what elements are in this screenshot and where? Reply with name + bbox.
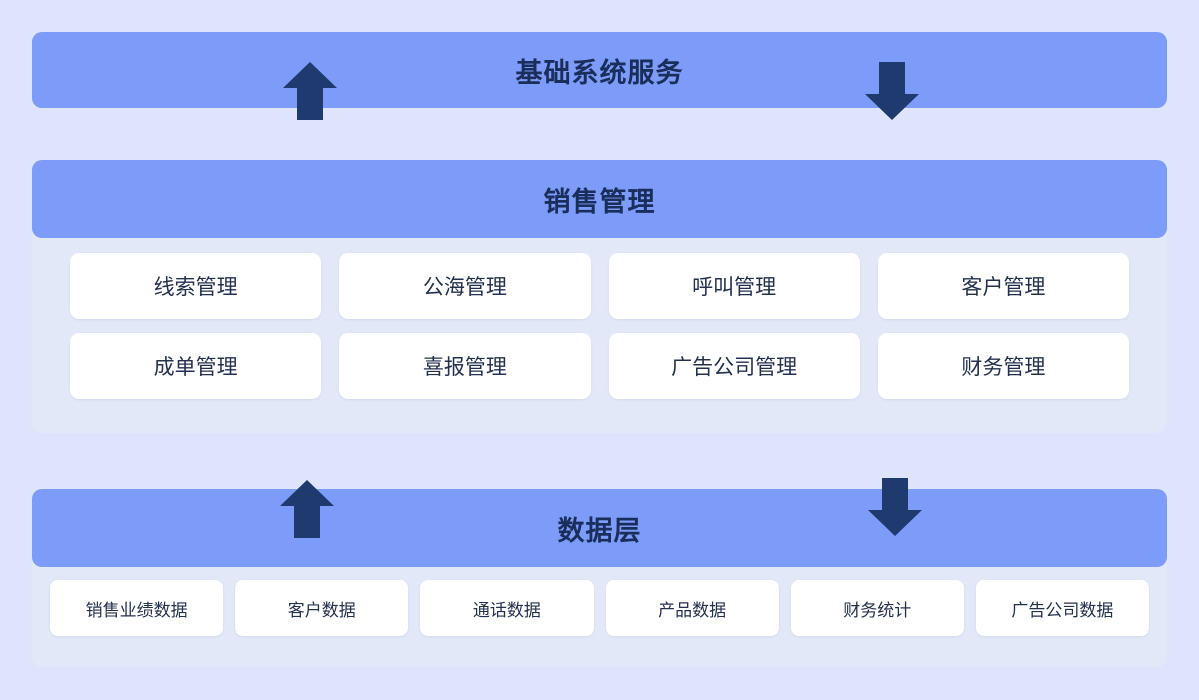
layer-title-data: 数据层 <box>557 515 642 546</box>
module-label: 喜报管理 <box>422 356 507 379</box>
sales-module-grid: 线索管理 公海管理 呼叫管理 客户管理 成单管理 喜报管理 广告公司管理 财务管… <box>32 238 1167 399</box>
layer-sales-management: 销售管理 线索管理 公海管理 呼叫管理 客户管理 成单管理 喜报管理 广告公司管… <box>32 160 1167 433</box>
data-item-label: 财务统计 <box>843 600 912 620</box>
module-card[interactable]: 成单管理 <box>70 333 322 399</box>
data-item-row: 销售业绩数据 客户数据 通话数据 产品数据 财务统计 广告公司数据 <box>32 567 1167 636</box>
data-item-label: 客户数据 <box>287 600 356 620</box>
module-card[interactable]: 公海管理 <box>339 253 591 319</box>
data-item-label: 广告公司数据 <box>1011 600 1114 620</box>
arrow-up-bottom-icon <box>280 480 334 538</box>
data-item-label: 销售业绩数据 <box>85 600 188 620</box>
arrow-up-top-icon <box>283 62 337 120</box>
layer-title-sales-management: 销售管理 <box>543 186 656 217</box>
module-card[interactable]: 广告公司管理 <box>608 333 860 399</box>
data-item-label: 产品数据 <box>658 600 727 620</box>
module-label: 成单管理 <box>153 356 238 379</box>
module-label: 广告公司管理 <box>671 356 798 379</box>
layer-base-system-service: 基础系统服务 <box>32 32 1167 108</box>
layer-title-base-system-service: 基础系统服务 <box>515 57 684 88</box>
data-item[interactable]: 客户数据 <box>235 580 409 636</box>
data-item[interactable]: 财务统计 <box>790 580 964 636</box>
module-label: 呼叫管理 <box>692 276 777 299</box>
module-card[interactable]: 线索管理 <box>70 253 322 319</box>
arrow-down-top-icon <box>865 62 919 120</box>
module-label: 线索管理 <box>153 276 238 299</box>
module-label: 客户管理 <box>961 276 1046 299</box>
module-card[interactable]: 喜报管理 <box>339 333 591 399</box>
layer-header-data: 数据层 <box>32 489 1167 567</box>
data-item[interactable]: 销售业绩数据 <box>50 580 224 636</box>
module-card[interactable]: 财务管理 <box>877 333 1129 399</box>
data-item[interactable]: 产品数据 <box>605 580 779 636</box>
module-card[interactable]: 呼叫管理 <box>608 253 860 319</box>
data-item-label: 通话数据 <box>472 600 541 620</box>
data-item[interactable]: 通话数据 <box>420 580 594 636</box>
module-label: 财务管理 <box>961 356 1046 379</box>
data-item[interactable]: 广告公司数据 <box>975 580 1149 636</box>
module-label: 公海管理 <box>422 276 507 299</box>
module-card[interactable]: 客户管理 <box>877 253 1129 319</box>
arrow-down-bottom-icon <box>868 478 922 536</box>
layer-header-sales-management: 销售管理 <box>32 160 1167 238</box>
layer-data: 数据层 销售业绩数据 客户数据 通话数据 产品数据 财务统计 广告公司数据 <box>32 489 1167 667</box>
